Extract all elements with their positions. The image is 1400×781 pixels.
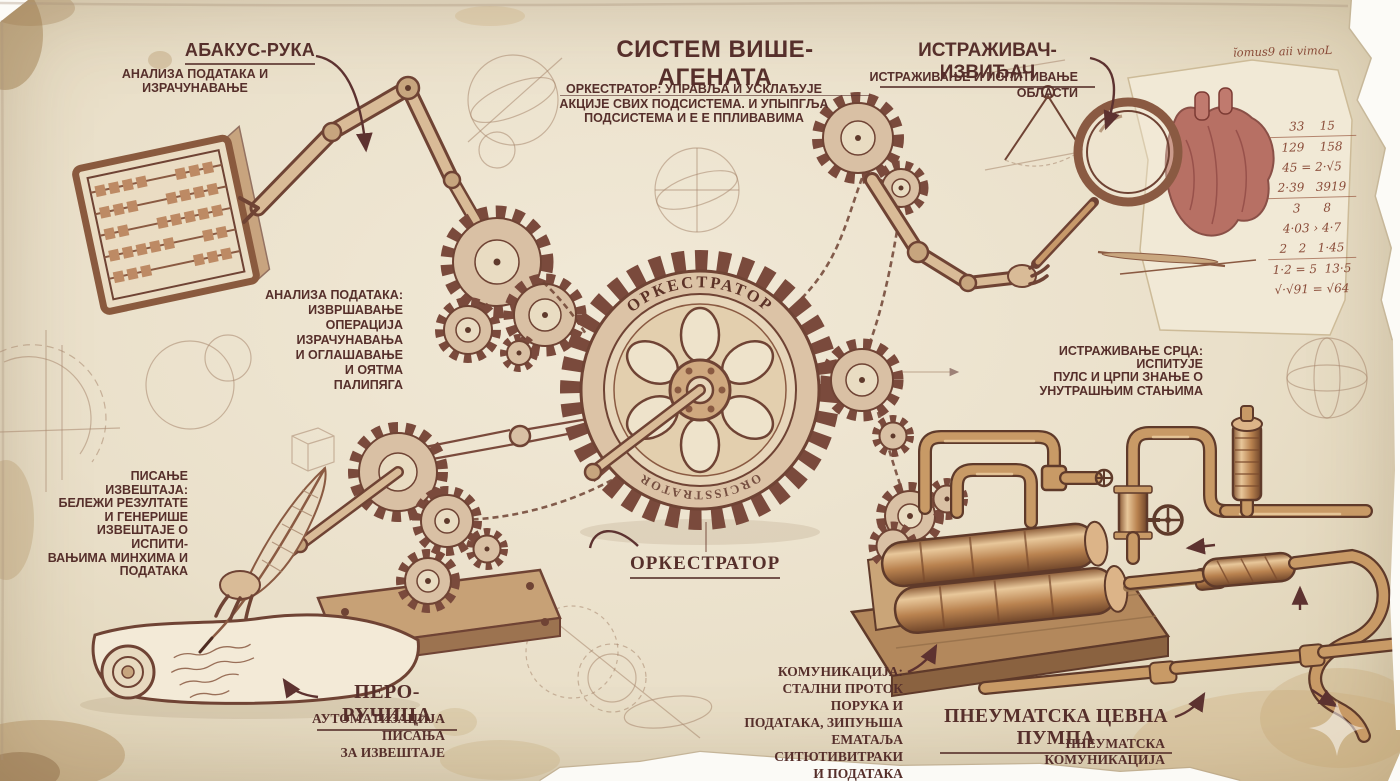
- abacus-illustration: [72, 125, 271, 315]
- magnifier: [1031, 97, 1183, 269]
- abacus-arm: [238, 75, 489, 239]
- pump-title: ПНЕУМАТСКА ЦЕВНА ПУМПА: [940, 706, 1172, 754]
- pump-piping: [918, 405, 1400, 743]
- orchestrator-gear: ОРКЕСТРАТОР ORCISSTRATOR: [560, 250, 840, 530]
- calc-line: 3 8: [1292, 200, 1332, 216]
- gear-shadow: [580, 519, 820, 545]
- researcher-subtitle: ИСТРАЖИВАЊЕ И ИСПИТИВАЊЕ ОБЛАСТИ: [869, 70, 1078, 100]
- orchestrator-label: ОРКЕСТРАТОР: [630, 553, 781, 579]
- calc-line: 45 = 2·√5: [1281, 159, 1343, 175]
- left-gear-cluster: [435, 205, 587, 372]
- system-title: СИСТЕМ ВИШЕ-АГЕНАТА: [560, 36, 870, 96]
- communication-note: КОМУНИКАЦИЈА: СТАЛНИ ПРОТОК ПОРУКА И ПОД…: [744, 664, 903, 781]
- calc-line: 2 2 1·45: [1267, 236, 1357, 261]
- heart-sketch: [1164, 87, 1275, 237]
- orchestrator-note: ОРКЕСТРАТОР: УПРАВЉА И УСКЛАЂУЈЕ АКЦИЈЕ …: [559, 82, 829, 125]
- calc-line: 33 15: [1267, 114, 1357, 139]
- watermark-sparkle-icon: [1309, 700, 1365, 756]
- pen-title: ПЕРО-РУЧИЦА: [317, 681, 457, 731]
- heart-research-note: ИСТРАЖИВАЊЕ СРЦА: ИСПИТУЈЕ ПУЛС И ЦРПИ З…: [1039, 344, 1204, 398]
- right-gears: [820, 338, 914, 457]
- orchestrator-label-text: ОРКЕСТРАТОР: [630, 553, 781, 579]
- calc-line: 1·2 = 5 13·5: [1272, 260, 1352, 278]
- quill: [198, 466, 327, 654]
- pen-title-text: ПЕРО-РУЧИЦА: [317, 681, 457, 731]
- abacus-title-text: АБАКУС-РУКА: [184, 40, 316, 65]
- report-writing-note: ПИСАЊЕ ИЗВЕШТАЈА: БЕЛЕЖИ РЕЗУЛТАТЕ И ГЕН…: [47, 469, 188, 579]
- calc-line: 129 158: [1281, 139, 1343, 155]
- pump-subtitle: ПНЕУМАТСКА КОМУНИКАЦИЈА: [1044, 736, 1165, 767]
- system-title-text: СИСТЕМ ВИШЕ-АГЕНАТА: [560, 36, 870, 96]
- label-leaders: [282, 54, 1206, 719]
- pen-subtitle: АУТОМАТИЗАЦИЈА ПИСАЊА ЗА ИЗВЕШТАЈЕ: [312, 711, 445, 760]
- pump-title-text: ПНЕУМАТСКА ЦЕВНА ПУМПА: [940, 706, 1172, 754]
- researcher-arm: [812, 92, 1050, 293]
- scroll: [80, 613, 420, 719]
- researcher-title: ИСТРАЖИВАЧ-ИЗВИЂАЧ: [880, 40, 1095, 88]
- abacus-title: АБАКУС-РУКА: [170, 40, 330, 65]
- abacus-subtitle: АНАЛИЗА ПОДАТАКА И ИЗРАЧУНАВАЊЕ: [121, 67, 269, 95]
- calc-line: 4·03 › 4·7: [1282, 220, 1342, 236]
- calc-line: 2·39 3919: [1267, 175, 1357, 200]
- researcher-title-text: ИСТРАЖИВАЧ-ИЗВИЂАЧ: [880, 40, 1095, 88]
- calc-line: √·√91 = √64: [1274, 281, 1350, 297]
- margin-calculations: 33 15 129 158 45 = 2·√5 2·39 3919 3 8 4·…: [1267, 114, 1357, 299]
- data-analysis-note: АНАЛИЗА ПОДАТАКА: ИЗВРШАВАЊЕ ОПЕРАЦИЈА И…: [265, 288, 403, 392]
- construction-sketches: [0, 54, 1368, 739]
